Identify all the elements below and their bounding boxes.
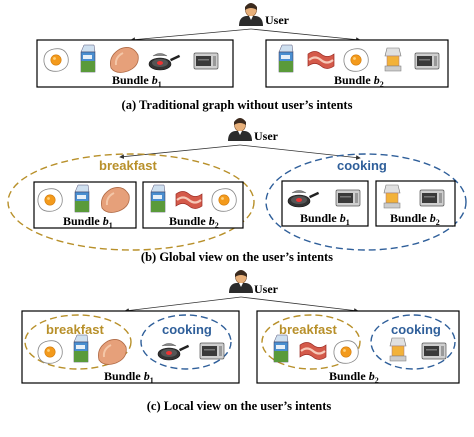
user-icon: [238, 2, 264, 27]
intent-cooking-ellipse: [140, 314, 232, 370]
user-label: User: [254, 282, 279, 296]
panel-a: User Bundle b1 Bundle b2 (a) Traditional…: [36, 2, 449, 112]
edge-arrow: [240, 296, 359, 313]
juicer-icon: [384, 47, 402, 72]
microwave-icon: [419, 189, 445, 207]
caption-b: (b) Global view on the user’s intents: [141, 250, 333, 264]
bundle-label-1: Bundle b1: [104, 369, 154, 385]
intent-cooking-ellipse: [370, 314, 456, 370]
caption-a: (a) Traditional graph without user’s int…: [122, 98, 353, 112]
juicer-icon: [389, 337, 407, 362]
milk-carton-icon: [80, 44, 96, 73]
intent-breakfast-label: breakfast: [279, 322, 337, 337]
microwave-icon: [199, 342, 225, 360]
microwave-icon: [335, 189, 361, 207]
milk-carton-icon: [73, 334, 89, 363]
microwave-icon: [193, 52, 219, 70]
edge-arrow: [130, 28, 252, 43]
microwave-icon: [414, 52, 440, 70]
intent-breakfast-ellipse: [7, 153, 255, 251]
milk-carton-icon: [74, 184, 90, 213]
milk-carton-icon: [150, 184, 166, 213]
edge-arrow: [124, 296, 242, 313]
egg-icon: [211, 188, 237, 212]
panel-b: User breakfast Bundle b1 Bundle b2 cooki…: [7, 117, 467, 264]
intent-breakfast-ellipse: [24, 314, 132, 370]
egg-icon: [333, 340, 359, 364]
bundle-label-1: Bundle b1: [112, 73, 162, 89]
user-label: User: [254, 129, 279, 143]
intent-breakfast-ellipse: [261, 314, 361, 370]
intent-cooking-label: cooking: [391, 322, 441, 337]
egg-icon: [343, 48, 369, 72]
edge-arrow: [250, 28, 361, 42]
bundle-label-2: Bundle b2: [390, 211, 440, 227]
egg-icon: [37, 188, 63, 212]
intent-cooking-label: cooking: [162, 322, 212, 337]
milk-carton-icon: [278, 44, 294, 73]
user-label: User: [265, 13, 290, 27]
user-icon: [227, 117, 253, 142]
user-icon: [228, 269, 254, 294]
edge-arrow: [119, 144, 241, 159]
caption-c: (c) Local view on the user’s intents: [147, 399, 332, 413]
juicer-icon: [383, 184, 401, 209]
bundle-label-1: Bundle b1: [63, 214, 113, 230]
egg-icon: [43, 48, 69, 72]
intent-cooking-label: cooking: [337, 158, 387, 173]
bundle-label-2: Bundle b2: [329, 369, 379, 385]
microwave-icon: [421, 342, 447, 360]
intent-breakfast-label: breakfast: [99, 158, 157, 173]
egg-icon: [37, 340, 63, 364]
milk-carton-icon: [273, 334, 289, 363]
bundle-label-1: Bundle b1: [300, 211, 350, 227]
intent-cooking-ellipse: [265, 153, 467, 251]
bundle-label-2: Bundle b2: [169, 214, 219, 230]
bundle-label-2: Bundle b2: [334, 73, 384, 89]
panel-c: User breakfast cooking Bundle b1 breakfa…: [21, 269, 460, 413]
intent-breakfast-label: breakfast: [46, 322, 104, 337]
